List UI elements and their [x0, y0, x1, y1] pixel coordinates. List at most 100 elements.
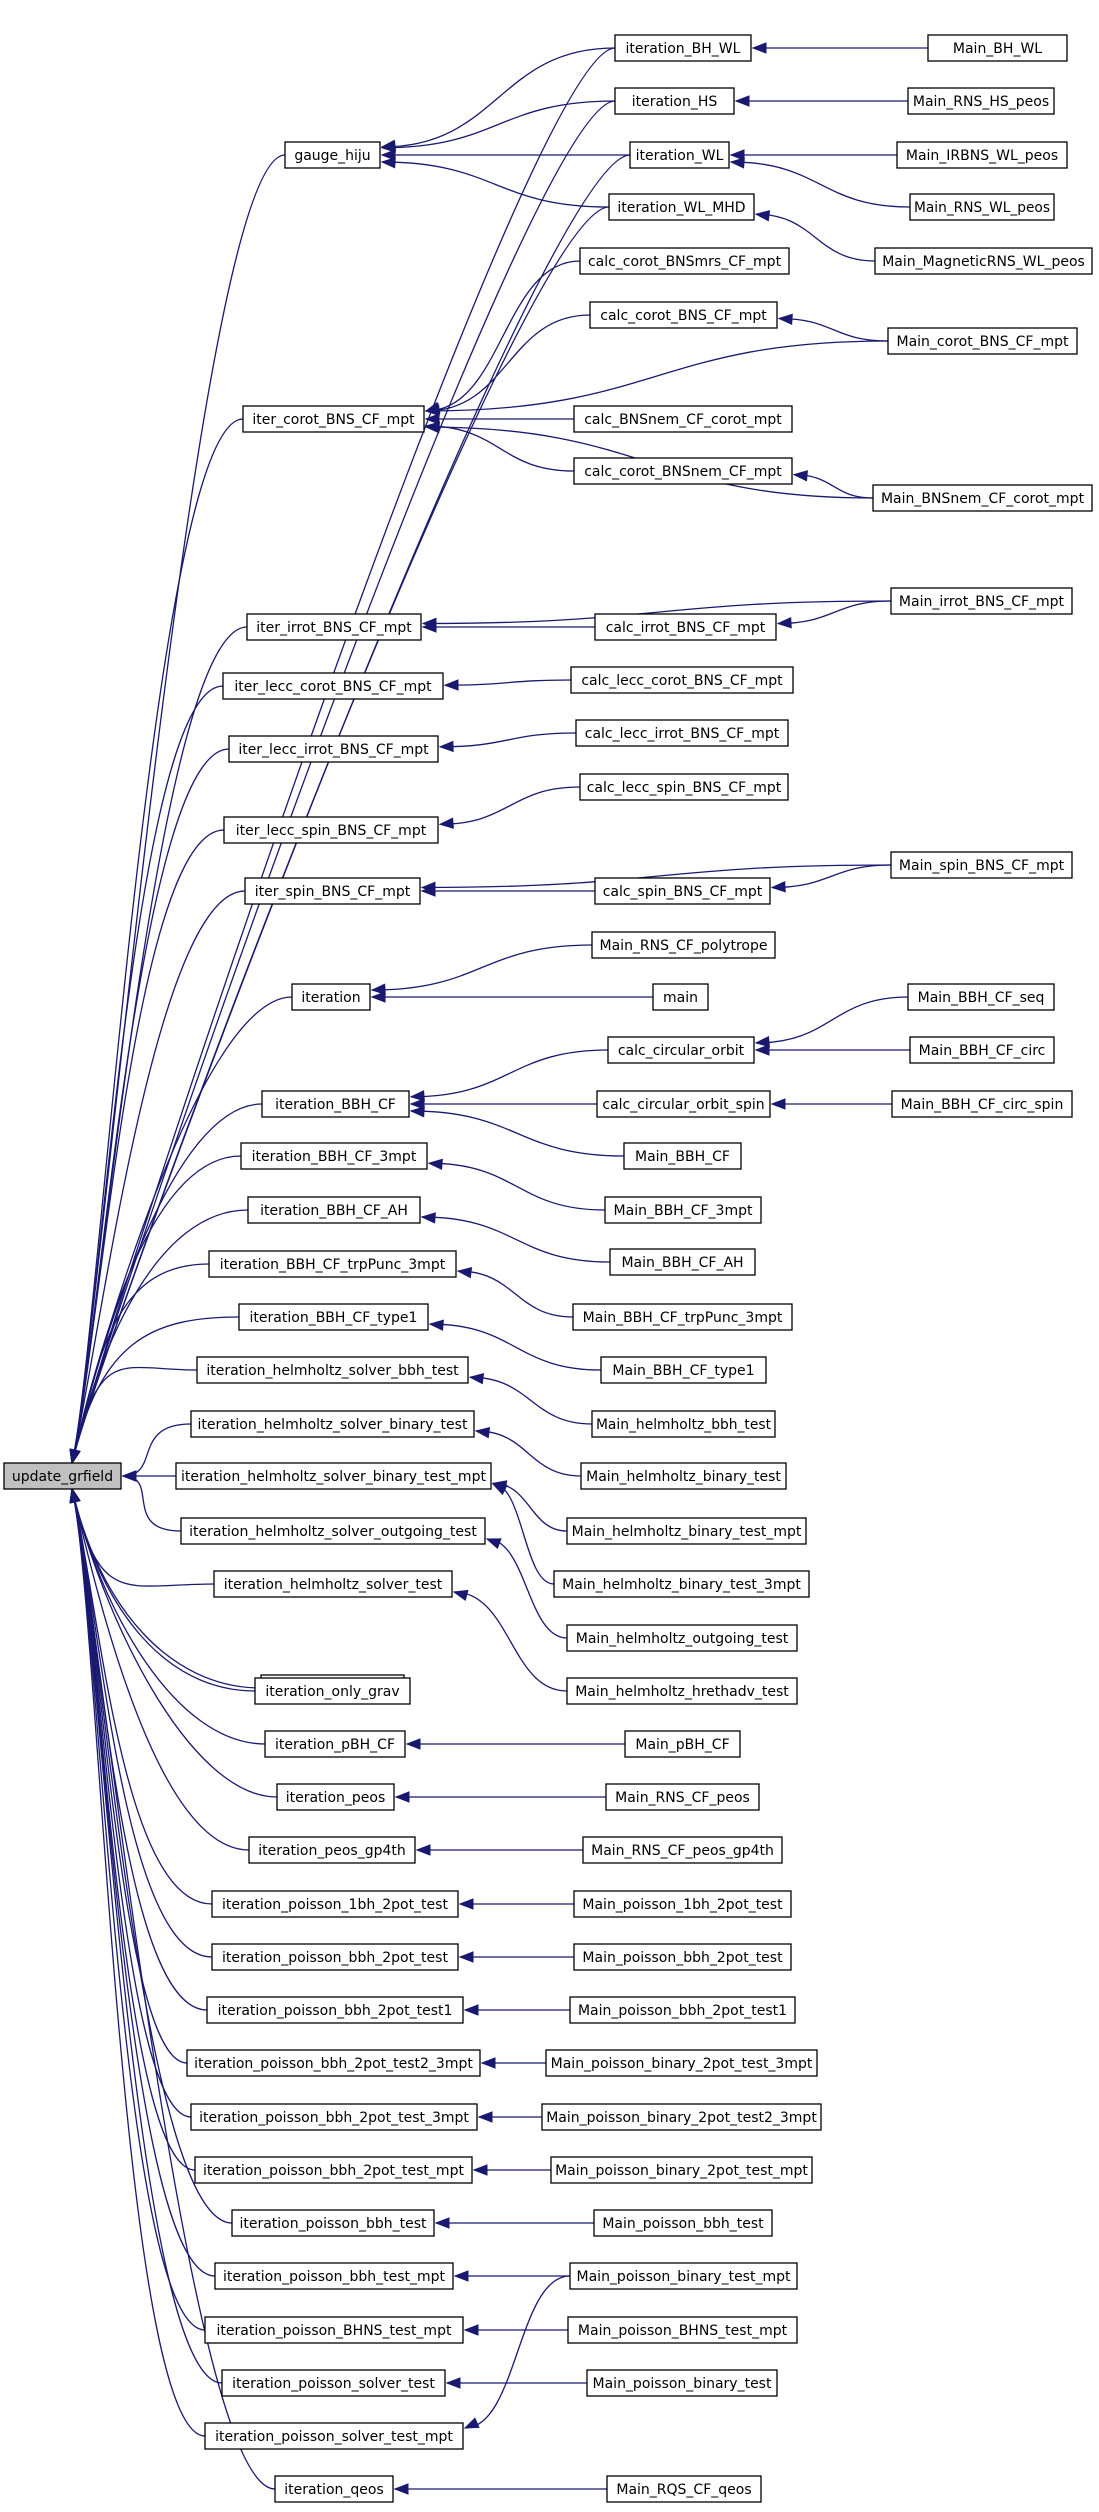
graph-node[interactable]: iteration_BBH_CF_AH: [247, 1196, 421, 1224]
graph-node[interactable]: iteration_poisson_bbh_test_mpt: [214, 2262, 454, 2290]
graph-node[interactable]: Main_RNS_CF_peos_gp4th: [582, 1836, 783, 1864]
graph-node[interactable]: iteration_only_grav: [254, 1677, 411, 1705]
graph-node[interactable]: calc_corot_BNSnem_CF_mpt: [573, 457, 793, 485]
graph-node[interactable]: Main_poisson_binary_2pot_test_mpt: [550, 2156, 813, 2184]
graph-node[interactable]: Main_helmholtz_outgoing_test: [566, 1624, 798, 1652]
graph-node[interactable]: iteration_WL: [629, 141, 730, 169]
graph-node[interactable]: iteration_poisson_bbh_2pot_test: [211, 1943, 459, 1971]
graph-node[interactable]: Main_poisson_bbh_test: [593, 2209, 773, 2237]
graph-node[interactable]: Main_helmholtz_bbh_test: [591, 1410, 776, 1438]
graph-node[interactable]: Main_irrot_BNS_CF_mpt: [890, 587, 1073, 615]
graph-node[interactable]: Main_helmholtz_binary_test: [580, 1462, 787, 1490]
graph-node[interactable]: Main_BBH_CF_circ: [909, 1036, 1055, 1064]
graph-node[interactable]: Main_corot_BNS_CF_mpt: [887, 327, 1078, 355]
graph-node[interactable]: iteration_poisson_1bh_2pot_test: [211, 1890, 459, 1918]
node-label: iter_spin_BNS_CF_mpt: [255, 884, 411, 900]
node-label: calc_spin_BNS_CF_mpt: [603, 884, 763, 900]
graph-node[interactable]: iteration_poisson_bbh_2pot_test1: [206, 1996, 464, 2024]
graph-node[interactable]: calc_lecc_corot_BNS_CF_mpt: [570, 666, 794, 694]
graph-node[interactable]: Main_poisson_BHNS_test_mpt: [567, 2316, 798, 2344]
graph-node[interactable]: calc_corot_BNSmrs_CF_mpt: [579, 247, 790, 275]
graph-node[interactable]: calc_irrot_BNS_CF_mpt: [594, 613, 777, 641]
graph-node[interactable]: calc_corot_BNS_CF_mpt: [589, 301, 778, 329]
graph-node[interactable]: iteration_BBH_CF_type1: [238, 1303, 429, 1331]
graph-node[interactable]: iteration_qeos: [274, 2475, 394, 2503]
graph-node[interactable]: Main_MagneticRNS_WL_peos: [874, 247, 1093, 275]
graph-node[interactable]: iter_irrot_BNS_CF_mpt: [246, 613, 422, 641]
graph-node[interactable]: Main_BBH_CF_3mpt: [604, 1196, 762, 1224]
graph-node[interactable]: Main_pBH_CF: [624, 1730, 741, 1758]
graph-node[interactable]: iteration_helmholtz_solver_binary_test_m…: [175, 1462, 492, 1490]
graph-node[interactable]: iteration_poisson_bbh_test: [231, 2209, 435, 2237]
graph-node[interactable]: iteration_poisson_bbh_2pot_test_mpt: [194, 2156, 473, 2184]
call-edge: [71, 1488, 215, 1587]
edge-arrowhead: [754, 210, 771, 222]
graph-node[interactable]: iteration_poisson_solver_test_mpt: [204, 2422, 464, 2450]
graph-node[interactable]: calc_spin_BNS_CF_mpt: [594, 877, 771, 905]
node-box: [261, 1090, 410, 1118]
graph-node[interactable]: calc_circular_orbit: [607, 1036, 755, 1064]
graph-node[interactable]: iter_lecc_spin_BNS_CF_mpt: [223, 816, 439, 844]
graph-node[interactable]: Main_RNS_WL_peos: [909, 193, 1055, 221]
graph-node[interactable]: iteration_peos_gp4th: [248, 1836, 416, 1864]
graph-node[interactable]: Main_poisson_1bh_2pot_test: [573, 1890, 792, 1918]
graph-node[interactable]: gauge_hiju: [284, 141, 381, 169]
graph-node[interactable]: iteration_BBH_CF: [261, 1090, 410, 1118]
graph-node[interactable]: Main_RNS_CF_polytrope: [591, 931, 776, 959]
graph-node[interactable]: iteration_poisson_BHNS_test_mpt: [204, 2316, 464, 2344]
graph-node[interactable]: iteration_WL_MHD: [608, 193, 755, 221]
graph-node[interactable]: Main_poisson_binary_test: [586, 2369, 778, 2397]
graph-node[interactable]: Main_helmholtz_hrethadv_test: [566, 1677, 798, 1705]
graph-node[interactable]: Main_poisson_bbh_2pot_test: [573, 1943, 792, 1971]
graph-node[interactable]: Main_RNS_HS_peos: [907, 87, 1055, 115]
graph-node[interactable]: iteration_poisson_bbh_2pot_test_3mpt: [190, 2103, 478, 2131]
graph-node[interactable]: iteration_BBH_CF_trpPunc_3mpt: [208, 1250, 457, 1278]
graph-node[interactable]: Main_BBH_CF_trpPunc_3mpt: [572, 1303, 793, 1331]
graph-node[interactable]: Main_poisson_binary_2pot_test_3mpt: [545, 2049, 818, 2077]
graph-node[interactable]: iteration: [291, 983, 371, 1011]
graph-node[interactable]: iteration_poisson_bbh_2pot_test2_3mpt: [186, 2049, 481, 2077]
graph-node[interactable]: Main_IRBNS_WL_peos: [896, 141, 1068, 169]
graph-node[interactable]: Main_poisson_binary_test_mpt: [569, 2262, 798, 2290]
graph-node[interactable]: Main_poisson_binary_2pot_test2_3mpt: [541, 2103, 822, 2131]
graph-node[interactable]: iter_lecc_irrot_BNS_CF_mpt: [228, 735, 439, 763]
graph-node[interactable]: Main_poisson_bbh_2pot_test1: [569, 1996, 796, 2024]
graph-node[interactable]: iter_corot_BNS_CF_mpt: [242, 405, 425, 433]
graph-node[interactable]: Main_RNS_CF_peos: [605, 1783, 760, 1811]
node-label: Main_spin_BNS_CF_mpt: [899, 858, 1065, 874]
graph-node[interactable]: Main_RQS_CF_qeos: [606, 2475, 762, 2503]
graph-node[interactable]: calc_circular_orbit_spin: [596, 1090, 771, 1118]
graph-node[interactable]: calc_BNSnem_CF_corot_mpt: [573, 405, 793, 433]
graph-node[interactable]: Main_BBH_CF: [623, 1142, 742, 1170]
graph-node[interactable]: iteration_poisson_solver_test: [221, 2369, 446, 2397]
graph-node[interactable]: iter_lecc_corot_BNS_CF_mpt: [222, 672, 444, 700]
graph-node[interactable]: iteration_BBH_CF_3mpt: [240, 1142, 428, 1170]
graph-node[interactable]: main: [652, 983, 709, 1011]
graph-node[interactable]: Main_BBH_CF_AH: [609, 1248, 756, 1276]
graph-node[interactable]: iteration_HS: [614, 87, 735, 115]
graph-node[interactable]: calc_lecc_irrot_BNS_CF_mpt: [575, 719, 789, 747]
graph-node[interactable]: Main_helmholtz_binary_test_3mpt: [553, 1570, 810, 1598]
graph-node[interactable]: iteration_helmholtz_solver_binary_test: [190, 1410, 475, 1438]
graph-node[interactable]: Main_BH_WL: [927, 34, 1068, 62]
node-box: [244, 877, 421, 905]
graph-node[interactable]: Main_BBH_CF_type1: [600, 1356, 767, 1384]
graph-node[interactable]: iter_spin_BNS_CF_mpt: [244, 877, 421, 905]
graph-node[interactable]: iteration_helmholtz_solver_bbh_test: [196, 1356, 469, 1384]
graph-node[interactable]: iteration_peos: [276, 1783, 395, 1811]
call-edge: [475, 1430, 582, 1477]
edge-arrowhead: [424, 404, 440, 417]
graph-node[interactable]: Main_spin_BNS_CF_mpt: [890, 851, 1073, 879]
node-box: [284, 141, 381, 169]
graph-node[interactable]: Main_BBH_CF_seq: [907, 983, 1055, 1011]
node-box: [196, 1356, 469, 1384]
graph-node[interactable]: calc_lecc_spin_BNS_CF_mpt: [579, 773, 789, 801]
graph-node[interactable]: iteration_BH_WL: [614, 34, 752, 62]
graph-node[interactable]: iteration_helmholtz_solver_test: [213, 1570, 453, 1598]
graph-node[interactable]: Main_BNSnem_CF_corot_mpt: [872, 484, 1093, 512]
node-label: iteration_poisson_bbh_test_mpt: [223, 2269, 446, 2285]
graph-node[interactable]: Main_helmholtz_binary_test_mpt: [566, 1517, 807, 1545]
graph-node[interactable]: iteration_helmholtz_solver_outgoing_test: [180, 1517, 486, 1545]
graph-node[interactable]: iteration_pBH_CF: [264, 1730, 406, 1758]
graph-node[interactable]: Main_BBH_CF_circ_spin: [891, 1090, 1073, 1118]
